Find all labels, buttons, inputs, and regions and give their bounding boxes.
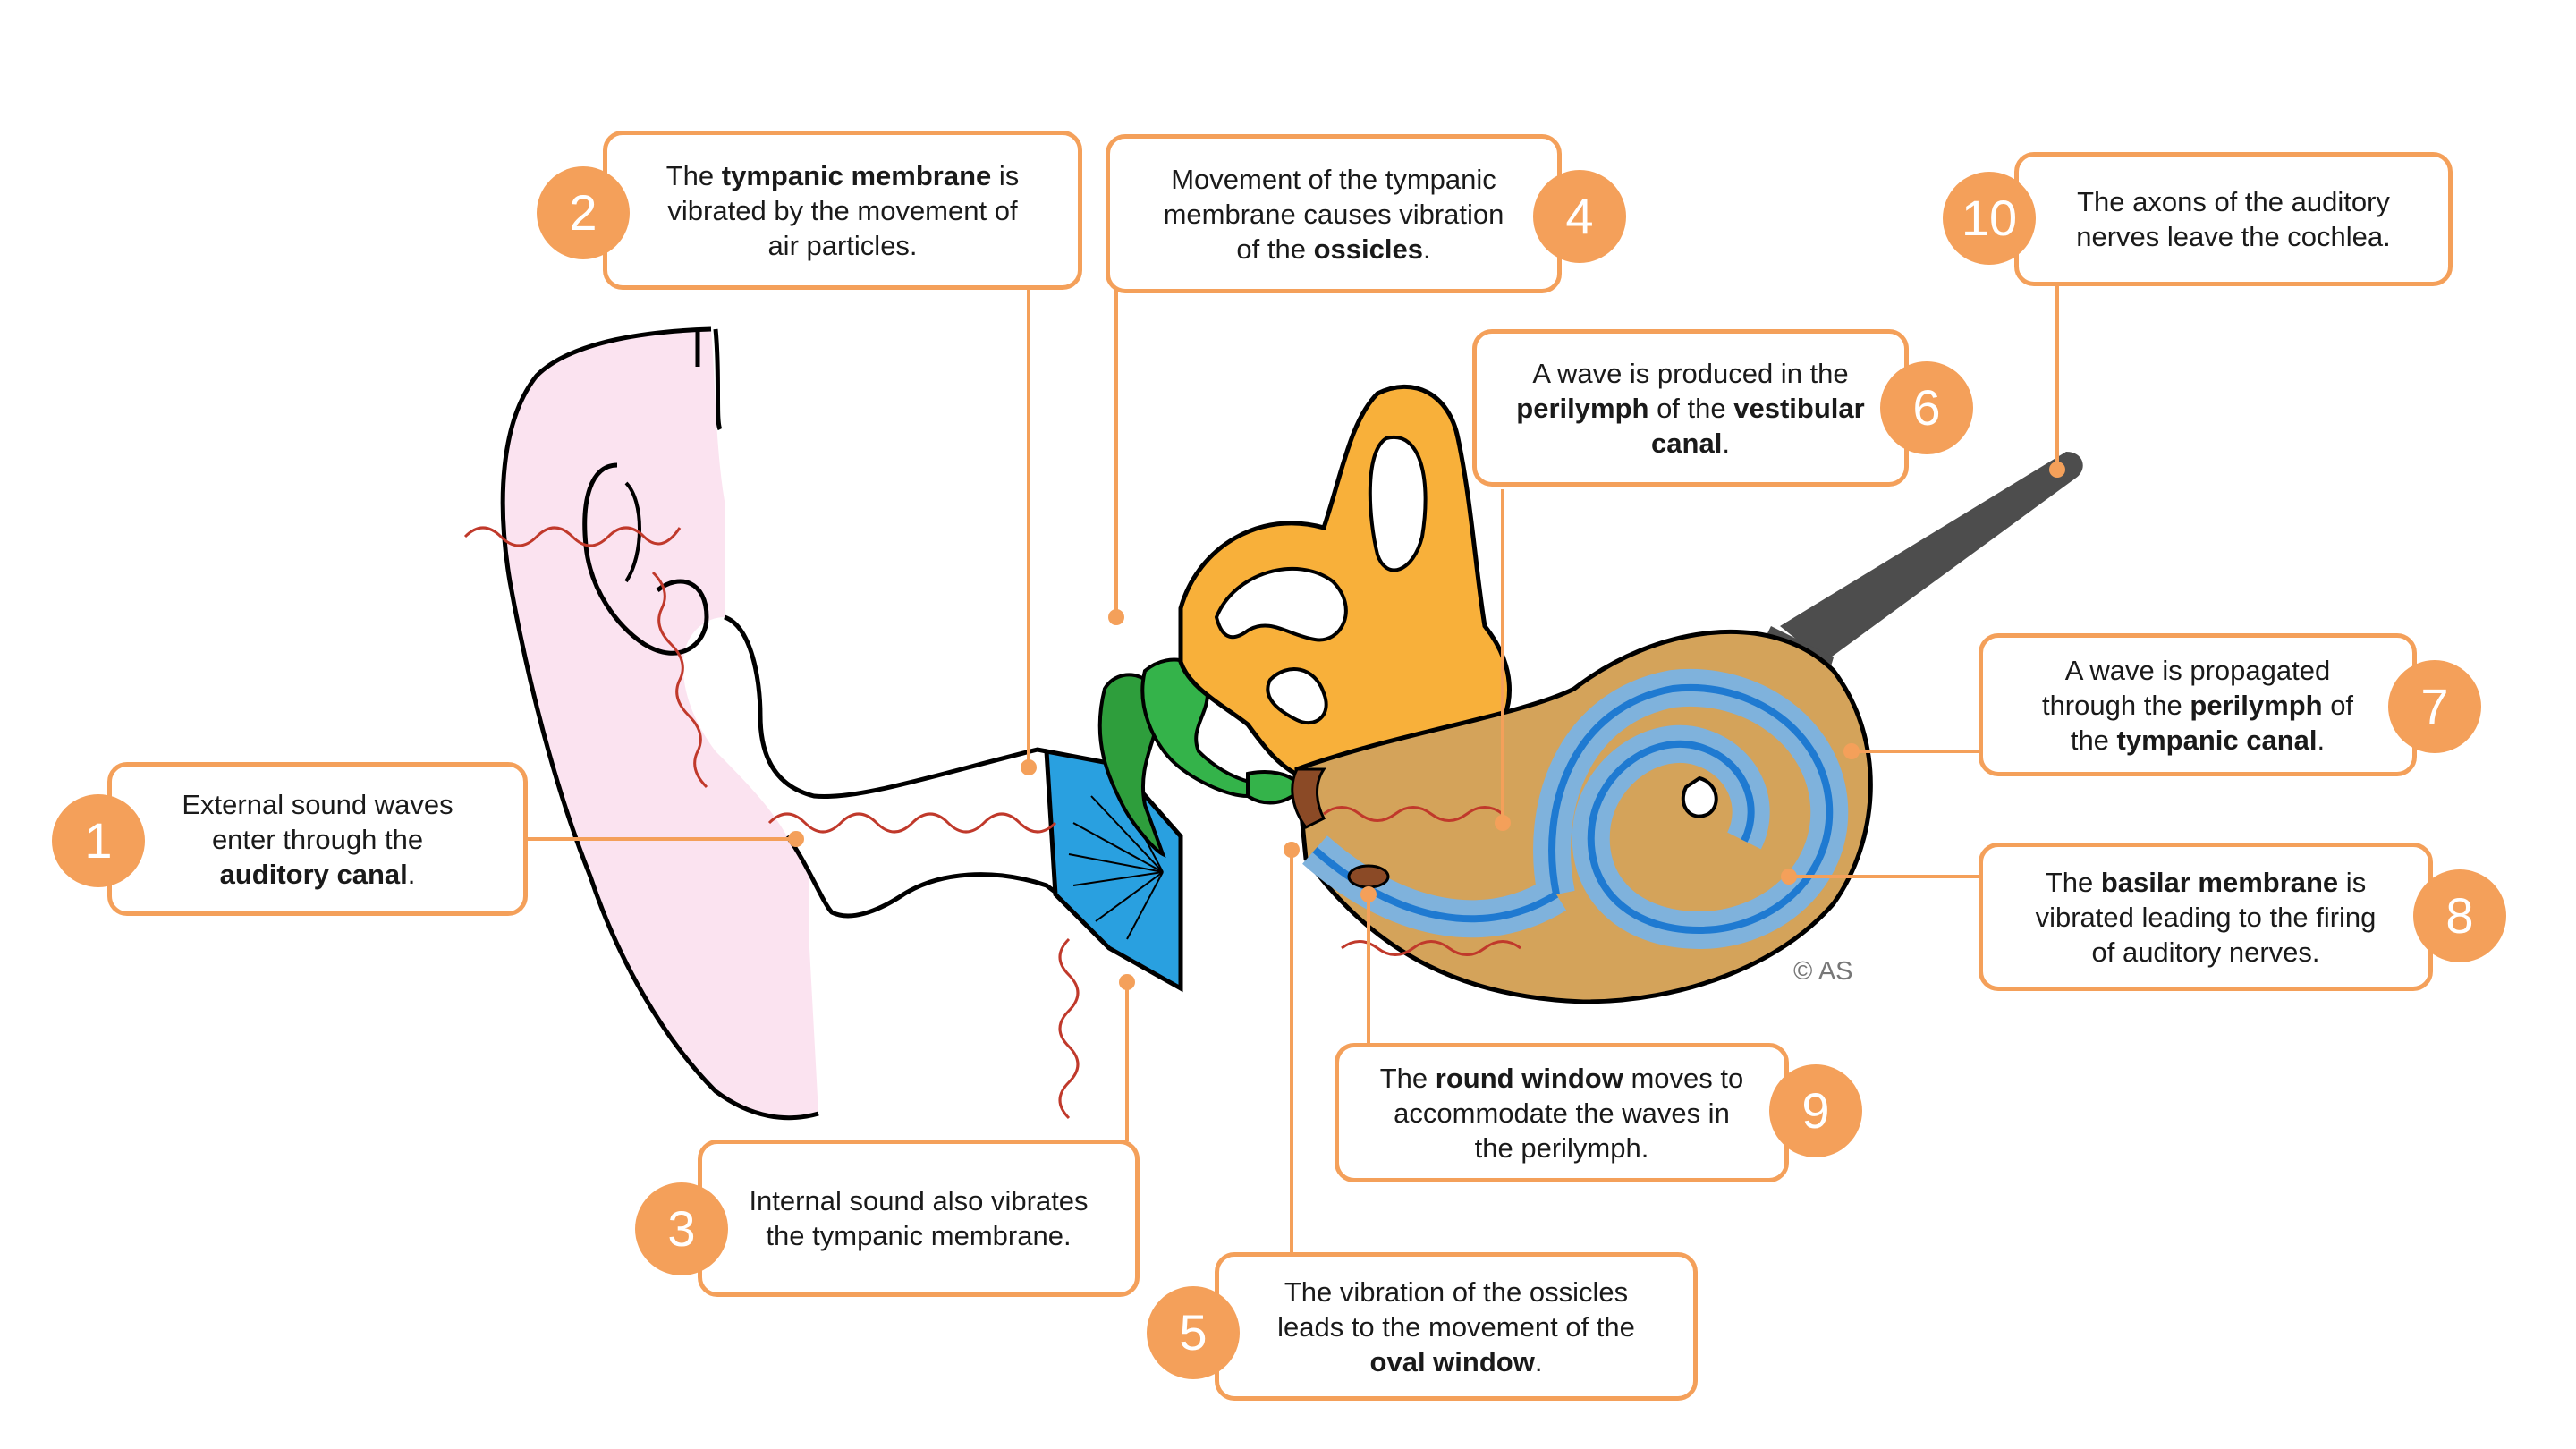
leader-lines (528, 286, 2059, 1254)
badge-9: 9 (1769, 1064, 1862, 1157)
badge-8: 8 (2413, 869, 2506, 962)
badge-2: 2 (537, 166, 630, 259)
callout-7: A wave is propagated through the perilym… (1979, 633, 2417, 776)
callout-5: The vibration of the ossicles leads to t… (1215, 1252, 1698, 1401)
badge-1: 1 (52, 794, 145, 887)
badge-4: 4 (1533, 170, 1626, 263)
callout-4: Movement of the tympanic membrane causes… (1106, 134, 1562, 293)
badge-3: 3 (635, 1182, 728, 1275)
badge-10: 10 (1943, 172, 2036, 265)
badge-6: 6 (1880, 361, 1973, 454)
callout-3: Internal sound also vibrates the tympani… (698, 1140, 1140, 1297)
badge-5: 5 (1147, 1286, 1240, 1379)
semicircular-canals (1178, 384, 1512, 783)
callout-10: The axons of the auditory nerves leave t… (2014, 152, 2453, 286)
callout-1: External sound waves enter through the a… (107, 762, 528, 916)
pinna (500, 326, 819, 1121)
callout-6: A wave is produced in the perilymph of t… (1472, 329, 1909, 487)
copyright-label: © AS (1793, 957, 1853, 986)
auditory-canal (723, 614, 1102, 928)
callout-9: The round window moves to accommodate th… (1335, 1043, 1789, 1182)
cochlea (1291, 629, 1873, 1004)
badge-7: 7 (2388, 660, 2481, 753)
callout-2: The tympanic membrane is vibrated by the… (603, 131, 1082, 290)
callout-8: The basilar membrane is vibrated leading… (1979, 843, 2433, 991)
sound-waves (463, 526, 1521, 1120)
leader-dots (788, 462, 2065, 990)
